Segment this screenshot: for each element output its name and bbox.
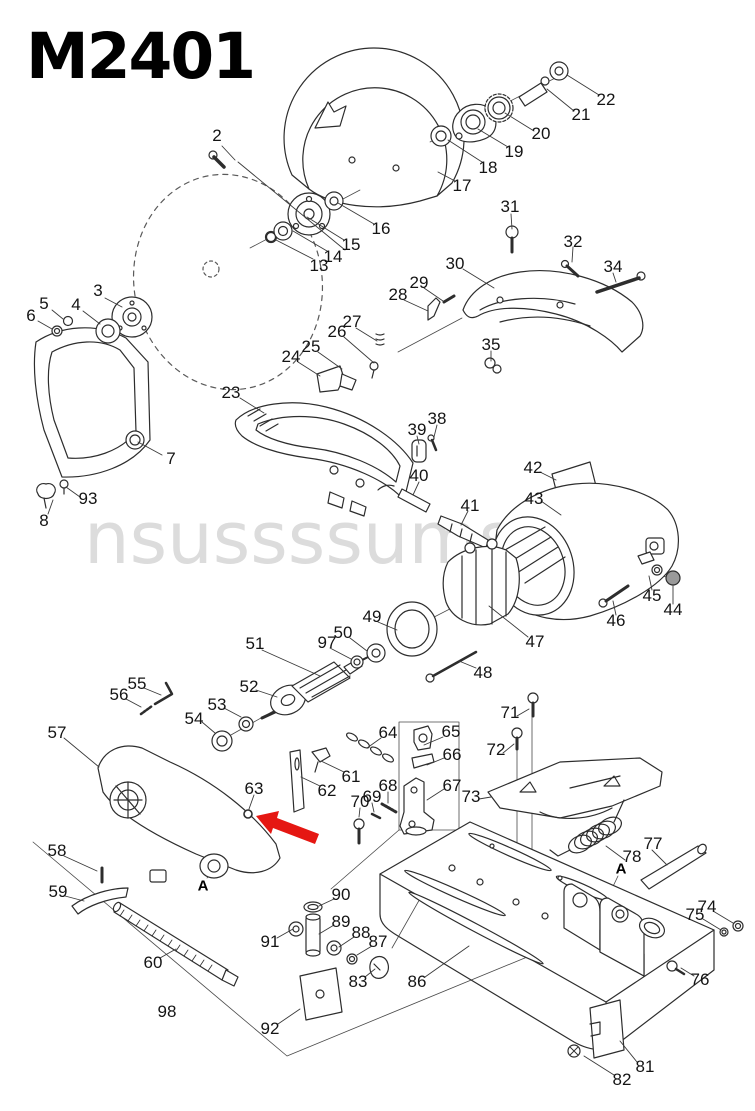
leader-lines	[37, 74, 734, 1076]
lower-handle-group	[234, 402, 489, 549]
vise-screw-group	[112, 901, 239, 987]
highlight-arrow	[256, 811, 319, 844]
spindle-bearing-stack	[430, 61, 569, 147]
blade-guard	[283, 47, 465, 208]
spring-rod-group	[549, 799, 707, 890]
stopper-plate-group	[567, 999, 625, 1059]
gear-housing-group	[71, 745, 331, 915]
torsion-spring	[549, 799, 625, 857]
armature-group	[139, 643, 386, 752]
fence-group	[487, 692, 663, 819]
base-group	[379, 821, 744, 1051]
motor-group	[386, 461, 681, 683]
cut-off-wheel-dashed	[132, 173, 324, 391]
vise-group	[345, 725, 435, 845]
model-title: M2401	[26, 20, 256, 93]
depth-stop-group	[288, 901, 389, 1021]
left-guard-group	[33, 296, 153, 509]
top-handle-group	[316, 225, 646, 393]
